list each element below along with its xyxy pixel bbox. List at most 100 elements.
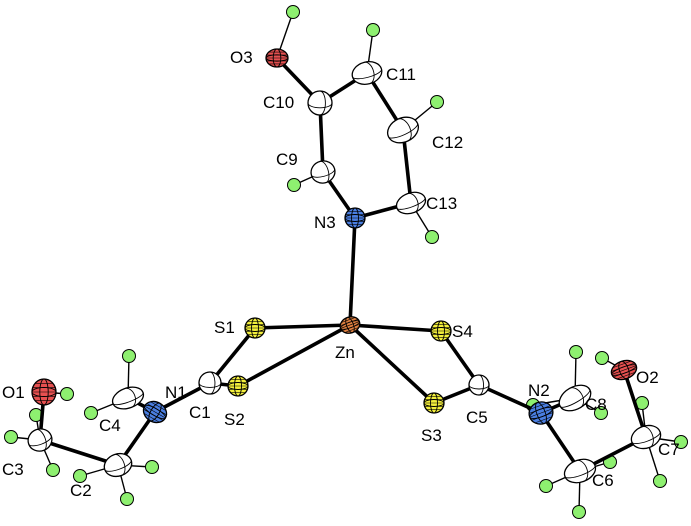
atom-label-c13: C13 bbox=[426, 194, 457, 213]
shading-line bbox=[143, 412, 160, 423]
bonds-layer bbox=[38, 56, 648, 473]
shading-line bbox=[144, 405, 166, 419]
atom-label-n3: N3 bbox=[314, 213, 336, 232]
atom-zn bbox=[339, 316, 361, 334]
atom-label-zn: Zn bbox=[335, 343, 355, 362]
principal-ellipse bbox=[112, 392, 144, 406]
atom-label-n1: N1 bbox=[165, 383, 187, 402]
hydrogen-atom bbox=[122, 349, 136, 363]
hydrogen-atom bbox=[425, 230, 439, 244]
hydrogen-atom bbox=[595, 351, 609, 365]
atom-c7 bbox=[630, 424, 662, 450]
atom-c1 bbox=[198, 371, 222, 395]
atom-ellipsoid bbox=[468, 374, 490, 396]
shading-line bbox=[340, 319, 359, 327]
principal-ellipse bbox=[468, 384, 490, 390]
atom-s4 bbox=[430, 320, 452, 342]
atom-c9 bbox=[310, 160, 336, 184]
principal-ellipse bbox=[642, 425, 654, 448]
bond-zn-s3 bbox=[348, 323, 436, 405]
atom-o3 bbox=[265, 48, 289, 68]
atom-ellipsoid bbox=[103, 452, 133, 478]
hydrogen-atom bbox=[286, 5, 300, 19]
atom-label-o2: O2 bbox=[636, 368, 659, 387]
shading-line bbox=[150, 401, 167, 412]
atom-label-c9: C9 bbox=[276, 150, 298, 169]
atom-ellipsoid bbox=[27, 428, 53, 452]
shading-line bbox=[341, 317, 356, 323]
atom-c4 bbox=[111, 386, 145, 410]
shading-line bbox=[616, 371, 636, 380]
shading-line bbox=[611, 365, 637, 375]
hydrogen-atom bbox=[73, 469, 87, 483]
atom-c3 bbox=[27, 428, 53, 452]
atom-ellipsoid bbox=[307, 90, 333, 116]
atom-c8 bbox=[558, 384, 592, 412]
hydrogen-atom bbox=[539, 479, 553, 493]
shading-line bbox=[612, 360, 632, 369]
atom-o2 bbox=[610, 359, 638, 381]
atom-label-o1: O1 bbox=[2, 383, 25, 402]
hydrogen-atom bbox=[46, 463, 60, 477]
atom-c12 bbox=[386, 116, 420, 144]
principal-ellipse bbox=[28, 435, 52, 447]
hydrogen-atom bbox=[430, 95, 444, 109]
principal-ellipse bbox=[36, 429, 47, 451]
atom-label-c10: C10 bbox=[263, 93, 294, 112]
atom-label-c5: C5 bbox=[466, 408, 488, 427]
hydrogen-atom bbox=[572, 505, 586, 519]
atom-label-s1: S1 bbox=[214, 318, 235, 337]
atom-label-c11: C11 bbox=[386, 65, 416, 84]
atom-c13 bbox=[395, 191, 427, 215]
atom-label-s3: S3 bbox=[421, 426, 442, 445]
shading-line bbox=[529, 408, 553, 418]
bond-zn-s1 bbox=[253, 323, 352, 330]
shading-line bbox=[529, 402, 548, 410]
atom-ellipsoid bbox=[198, 371, 222, 395]
shading-line bbox=[529, 405, 551, 414]
principal-ellipse bbox=[388, 123, 419, 139]
bond-c7-o2 bbox=[622, 368, 648, 439]
atom-label-c4: C4 bbox=[99, 416, 121, 435]
hydrogen-atom bbox=[594, 406, 608, 420]
hydrogen-atom bbox=[287, 178, 301, 192]
atom-s2 bbox=[227, 375, 249, 397]
shading-line bbox=[613, 368, 637, 378]
atom-c6 bbox=[563, 458, 597, 484]
atom-ellipsoid bbox=[386, 116, 420, 144]
atom-label-c12: C12 bbox=[432, 133, 463, 152]
hydrogen-atom bbox=[674, 435, 688, 449]
hydrogen-atom bbox=[4, 430, 18, 444]
bond-zn-s2 bbox=[236, 323, 352, 388]
atom-o1 bbox=[31, 378, 57, 406]
principal-ellipse bbox=[124, 387, 137, 408]
atom-c10 bbox=[307, 90, 333, 116]
atom-label-c3: C3 bbox=[2, 460, 24, 479]
atom-label-c1: C1 bbox=[189, 403, 211, 422]
bond-zn-s4 bbox=[348, 323, 443, 333]
hydrogen-atom bbox=[60, 387, 74, 401]
atoms-layer bbox=[27, 48, 662, 484]
principal-ellipse bbox=[310, 168, 336, 178]
principal-ellipse bbox=[631, 431, 661, 445]
bond-s1-c1 bbox=[208, 326, 257, 385]
bond-c2-c3 bbox=[38, 438, 120, 467]
atom-ellipsoid bbox=[395, 191, 427, 215]
atom-c11 bbox=[351, 61, 383, 85]
hydrogen-atom bbox=[84, 406, 98, 420]
principal-ellipse bbox=[564, 465, 596, 479]
principal-ellipse bbox=[198, 382, 222, 388]
principal-ellipse bbox=[576, 459, 589, 482]
shading-line bbox=[340, 321, 360, 329]
atom-label-c6: C6 bbox=[592, 471, 614, 490]
atom-c5 bbox=[468, 374, 490, 396]
atom-n3 bbox=[344, 207, 366, 229]
hydrogen-atom bbox=[569, 345, 583, 359]
principal-ellipse bbox=[352, 69, 382, 80]
principal-ellipse bbox=[569, 387, 585, 408]
shading-line bbox=[344, 327, 359, 333]
atom-c2 bbox=[103, 452, 133, 478]
principal-ellipse bbox=[478, 374, 484, 396]
principal-ellipse bbox=[320, 160, 330, 184]
